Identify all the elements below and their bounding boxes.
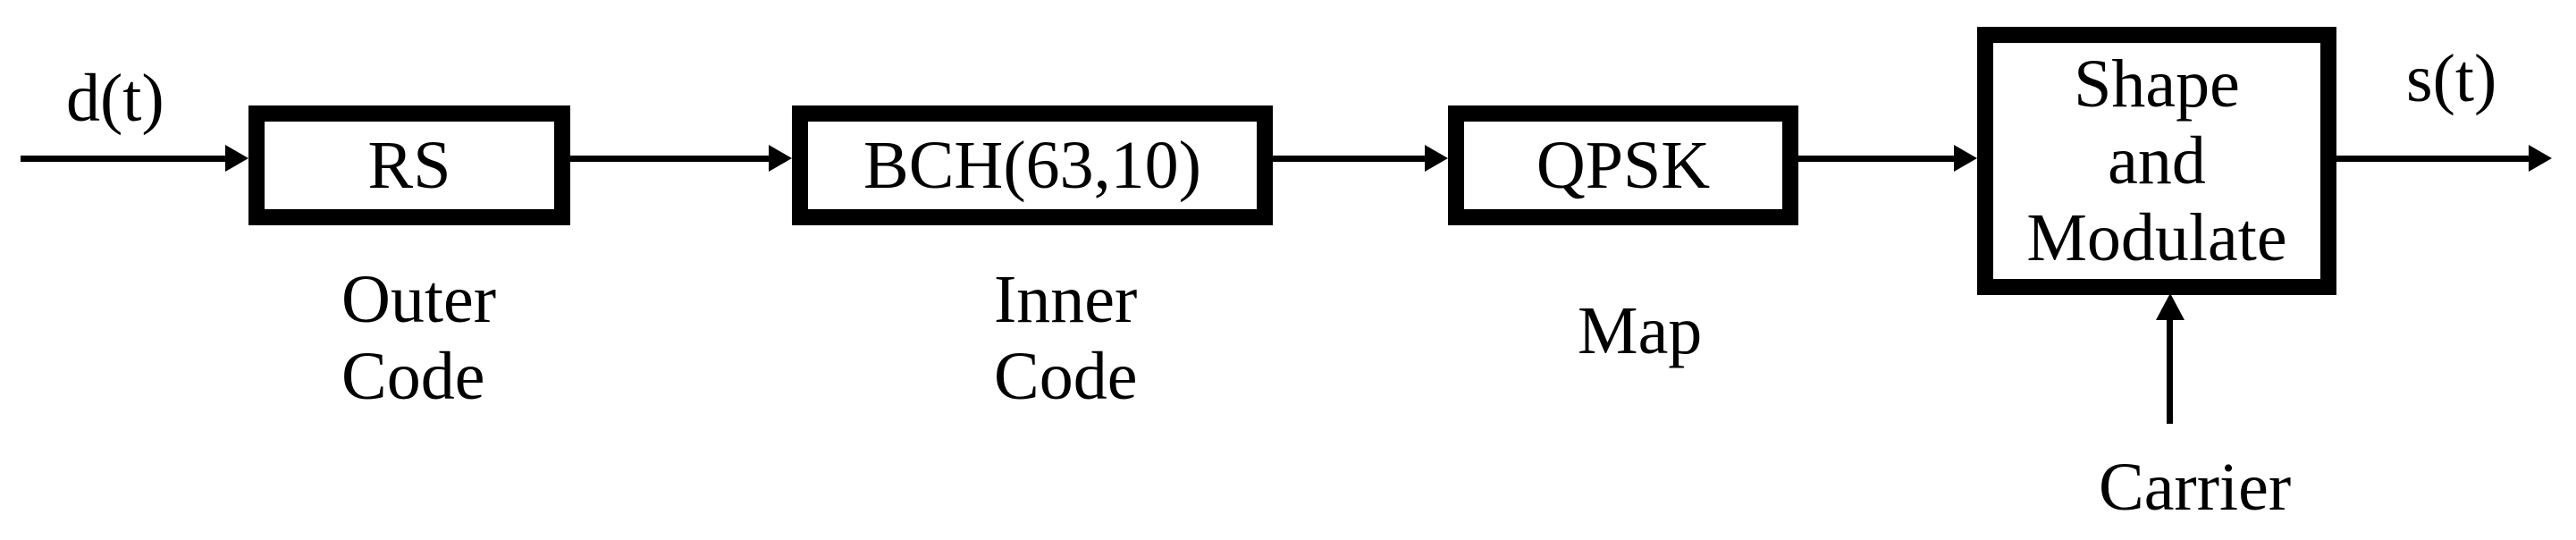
arrowhead-right-icon: [1954, 145, 1977, 172]
block-bch-label: BCH(63,10): [863, 127, 1201, 203]
arrowhead-right-icon: [769, 145, 792, 172]
output-signal-label: s(t): [2406, 41, 2497, 116]
caption-line: Code: [341, 339, 485, 414]
arrow-rs-to-bch-line: [569, 156, 770, 162]
block-shape-and-modulate: Shape and Modulate: [1977, 27, 2336, 295]
block-shape-and-modulate-label: Shape and Modulate: [2026, 46, 2286, 276]
carrier-arrow-line: [2167, 318, 2173, 424]
arrowhead-right-icon: [2529, 145, 2552, 172]
caption-outer-code: Outer Code: [341, 261, 496, 415]
block-rs-label: RS: [367, 127, 451, 203]
caption-line: Code: [994, 339, 1138, 414]
arrowhead-right-icon: [225, 145, 248, 172]
block-bch: BCH(63,10): [792, 105, 1273, 225]
arrow-bch-to-qpsk-line: [1273, 156, 1427, 162]
carrier-label: Carrier: [2099, 450, 2292, 525]
label-line: Modulate: [2026, 200, 2287, 275]
block-qpsk-label: QPSK: [1536, 127, 1711, 203]
label-line: Shape: [2074, 46, 2240, 122]
input-arrow-line: [21, 156, 228, 162]
label-line: and: [2108, 123, 2206, 198]
caption-line: Map: [1578, 293, 1703, 368]
block-rs: RS: [248, 105, 570, 225]
arrow-qpsk-to-shape-line: [1798, 156, 1956, 162]
block-qpsk: QPSK: [1448, 105, 1798, 225]
caption-line: Outer: [341, 262, 497, 337]
caption-line: Inner: [994, 262, 1138, 337]
arrowhead-right-icon: [1425, 145, 1448, 172]
caption-inner-code: Inner Code: [994, 261, 1137, 415]
output-arrow-line: [2336, 156, 2530, 162]
input-signal-label: d(t): [66, 61, 164, 136]
arrowhead-up-icon: [2156, 293, 2185, 320]
caption-map: Map: [1578, 292, 1702, 369]
